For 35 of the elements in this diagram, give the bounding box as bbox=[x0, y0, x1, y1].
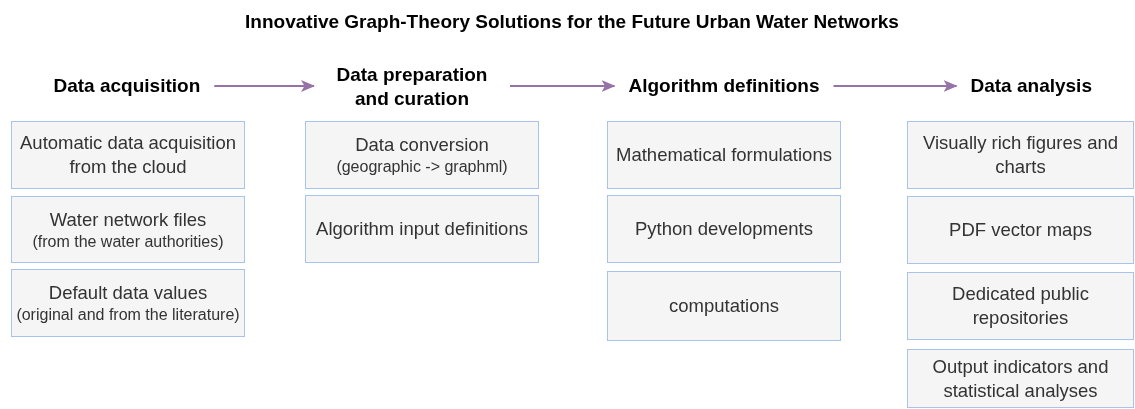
stage-heading: Data acquisition bbox=[39, 74, 215, 98]
box-label: Data conversion bbox=[355, 133, 489, 157]
process-box bbox=[11, 196, 245, 263]
box-label: Automatic data acquisition from the cloud bbox=[19, 131, 237, 179]
box-note: (geographic -> graphml) bbox=[336, 157, 508, 177]
process-box bbox=[607, 121, 841, 189]
box-label: Mathematical formulations bbox=[616, 143, 832, 167]
process-box bbox=[907, 272, 1134, 340]
box-note: (from the water authorities) bbox=[32, 231, 224, 252]
box-note: (original and from the literature) bbox=[16, 305, 240, 325]
stage-heading: Data preparation and curation bbox=[314, 63, 510, 111]
box-label: PDF vector maps bbox=[949, 218, 1092, 242]
box-label: Output indicators and statistical analyses bbox=[931, 354, 1110, 403]
flow-arrow bbox=[213, 80, 315, 92]
process-box bbox=[607, 271, 841, 341]
diagram-title: Innovative Graph-Theory Solutions for the Future Urban Water Networks bbox=[245, 11, 899, 33]
box-label: Dedicated public repositories bbox=[951, 282, 1090, 330]
box-label: computations bbox=[668, 294, 779, 318]
box-label: Default data values bbox=[48, 281, 208, 305]
stage-heading: Algorithm definitions bbox=[614, 74, 834, 98]
process-box bbox=[907, 196, 1134, 264]
flow-arrow bbox=[832, 80, 958, 92]
process-box bbox=[11, 269, 245, 337]
box-label: Python developments bbox=[635, 217, 813, 241]
box-label: Visually rich figures and charts bbox=[921, 131, 1119, 179]
process-box bbox=[907, 349, 1134, 408]
box-label: Water network files bbox=[49, 207, 207, 232]
process-box bbox=[607, 195, 841, 263]
process-box bbox=[305, 121, 539, 189]
process-box bbox=[11, 121, 245, 189]
stage-heading: Data analysis bbox=[956, 74, 1106, 98]
process-box bbox=[907, 121, 1134, 189]
process-box bbox=[305, 195, 539, 263]
flow-arrow bbox=[509, 80, 616, 92]
box-label: Algorithm input definitions bbox=[316, 217, 528, 241]
